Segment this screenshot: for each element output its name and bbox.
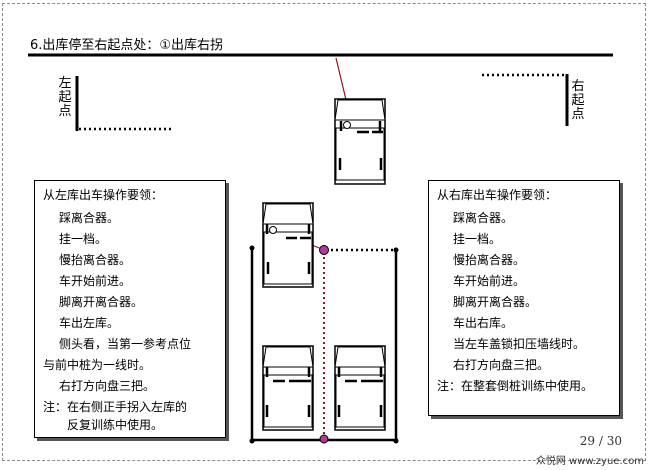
label-char: 起 xyxy=(571,93,585,108)
corner-dot xyxy=(249,245,255,251)
left-box-title: 从左库出车操作要领： xyxy=(43,188,164,202)
corner-dot xyxy=(393,438,399,444)
car-exiting xyxy=(262,202,314,288)
left-box-line: 脚离开离合器。 xyxy=(59,295,144,309)
right-exit-instructions: 从右库出车操作要领： 踩离合器。 挂一档。 慢抬离合器。 车开始前进。 脚离开离… xyxy=(428,180,620,416)
label-char: 左 xyxy=(58,76,72,91)
slide-frame xyxy=(2,3,646,461)
right-box-line: 车开始前进。 xyxy=(453,274,526,288)
label-char: 点 xyxy=(58,104,72,119)
corner-dot xyxy=(393,247,399,253)
left-box-line: 注：在右侧正手拐入左库的 xyxy=(43,400,188,414)
car-parked-right xyxy=(334,345,386,431)
rear-middle-pole xyxy=(319,434,329,444)
car-exited xyxy=(334,98,386,185)
left-box-line: 反复训练中使用。 xyxy=(67,418,164,432)
left-box-line: 踩离合器。 xyxy=(59,211,120,225)
right-box-line: 挂一档。 xyxy=(453,232,502,246)
car-parked-left xyxy=(262,345,314,431)
left-start-label: 左 起 点 xyxy=(58,77,72,119)
label-char: 起 xyxy=(58,90,72,105)
left-box-line: 挂一档。 xyxy=(59,232,108,246)
page-number: 29 / 30 xyxy=(579,434,622,448)
right-start-label: 右 起 点 xyxy=(571,80,585,122)
right-box-line: 踩离合器。 xyxy=(453,211,514,225)
right-box-line: 车出右库。 xyxy=(453,316,514,330)
page-heading: 6.出库停至右起点处：①出库右拐 xyxy=(30,38,224,53)
left-box-line: 慢抬离合器。 xyxy=(59,253,132,267)
left-box-line: 车出左库。 xyxy=(59,316,120,330)
right-box-title: 从右库出车操作要领： xyxy=(437,188,558,202)
label-char: 点 xyxy=(571,107,585,122)
left-box-line: 车开始前进。 xyxy=(59,274,132,288)
guide-line xyxy=(335,57,348,105)
label-char: 右 xyxy=(571,79,585,94)
left-box-line: 侧头看，当第一参考点位 xyxy=(59,337,192,351)
right-box-line: 当左车盖锁扣压墙线时。 xyxy=(453,337,586,351)
corner-dot xyxy=(249,438,255,444)
right-box-line: 慢抬离合器。 xyxy=(453,253,526,267)
right-box-line: 右打方向盘三把。 xyxy=(453,358,550,372)
right-box-line: 注：在整套倒桩训练中使用。 xyxy=(437,379,594,393)
left-exit-instructions: 从左库出车操作要领： 踩离合器。 挂一档。 慢抬离合器。 车开始前进。 脚离开离… xyxy=(34,180,226,438)
front-middle-pole xyxy=(319,245,329,255)
left-box-line: 右打方向盘三把。 xyxy=(59,379,156,393)
watermark: 众悦网 www.zyue.com xyxy=(535,456,644,467)
right-box-line: 脚离开离合器。 xyxy=(453,295,538,309)
left-box-line: 与前中桩为一线时。 xyxy=(43,358,152,372)
